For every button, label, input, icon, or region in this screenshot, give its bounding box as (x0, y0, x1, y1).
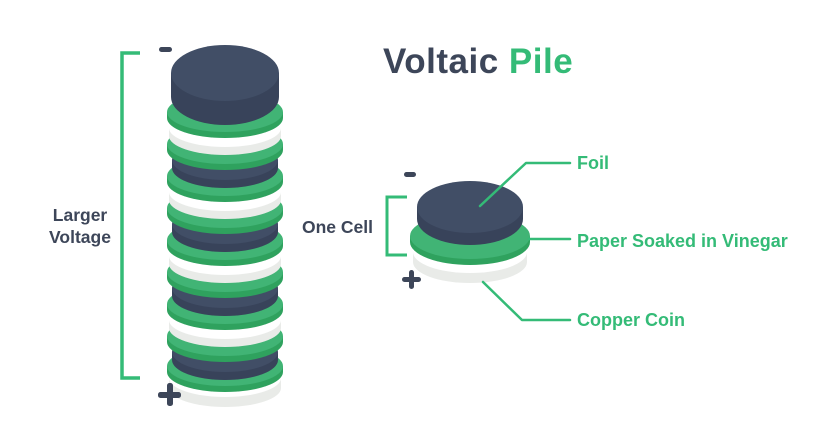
pile-illustration (167, 45, 283, 407)
plus-icon (402, 270, 421, 289)
callout-lines (478, 161, 572, 322)
plus-icon (158, 383, 181, 406)
foil-label: Foil (577, 153, 609, 173)
title-word-voltaic: Voltaic (383, 42, 499, 81)
larger-voltage-line2: Voltage (49, 227, 111, 247)
cell-bracket (385, 195, 407, 257)
one-cell-label: One Cell (302, 217, 373, 237)
larger-voltage-label: Larger Voltage (25, 204, 135, 248)
page-title: Voltaic Pile (383, 42, 573, 82)
pile-bracket (120, 51, 140, 380)
single-cell-illustration (410, 181, 530, 283)
minus-icon (159, 47, 172, 52)
copper-coin-label: Copper Coin (577, 310, 685, 330)
paper-label: Paper Soaked in Vinegar (577, 231, 788, 251)
title-word-pile: Pile (508, 42, 574, 81)
minus-icon (404, 172, 416, 177)
larger-voltage-line1: Larger (52, 205, 108, 225)
